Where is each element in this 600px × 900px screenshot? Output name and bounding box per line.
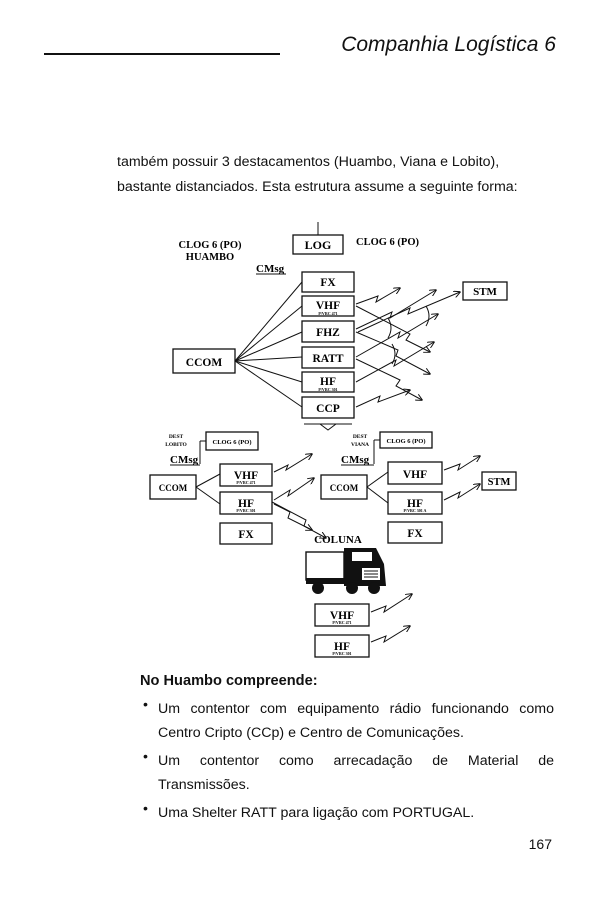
top-stm-label: STM xyxy=(473,286,497,298)
top-cmsg-label: CMsg xyxy=(256,263,285,275)
lobito-cmsg-label: CMsg xyxy=(170,454,199,466)
bullet-marker: • xyxy=(143,749,148,765)
header-rule xyxy=(44,53,280,55)
bullet-list: • Um contentor com equipamento rádio fun… xyxy=(140,697,554,825)
list-item: • Uma Shelter RATT para ligação com PORT… xyxy=(140,801,554,825)
top-right-label: CLOG 6 (PO) xyxy=(356,237,419,248)
top-hf-sublabel: P/VRC 301 xyxy=(318,387,337,392)
lobito-clog-label: CLOG 6 (PO) xyxy=(213,439,252,446)
bullet-marker: • xyxy=(143,801,148,817)
lobito-name: LOBITO xyxy=(165,442,187,448)
lobito-ccom-label: CCOM xyxy=(159,483,188,493)
viana-name: VIANA xyxy=(351,442,369,448)
intro-paragraph: também possuir 3 destacamentos (Huambo, … xyxy=(117,150,555,200)
top-ccom-label: CCOM xyxy=(186,357,223,369)
list-item: • Um contentor com equipamento rádio fun… xyxy=(140,697,554,745)
viana-hf-sublabel: P/VRC 301 A xyxy=(404,508,427,513)
list-item: • Um contentor como arrecadação de Mater… xyxy=(140,749,554,797)
lobito-dest: DEST xyxy=(169,434,184,440)
top-left-label-line1: CLOG 6 (PO) xyxy=(179,240,242,251)
header-title: Companhia Logística 6 xyxy=(341,33,556,57)
ccp-label: CCP xyxy=(316,403,340,415)
bullet-3-line-1: Uma Shelter RATT para ligação com PORTUG… xyxy=(158,801,554,825)
lobito-link-vhf xyxy=(196,474,220,487)
fhz-label: FHZ xyxy=(316,327,340,339)
organization-diagram: CLOG 6 (PO) HUAMBO CLOG 6 (PO) LOG CMsg … xyxy=(130,222,520,670)
intro-line-2: bastante distanciados. Esta estrutura as… xyxy=(117,175,555,200)
top-vhf-sublabel: P/VRC 471 xyxy=(318,311,337,316)
bullet-1-line-1: Um contentor com equipamento rádio funci… xyxy=(158,697,554,721)
lobito-hf-sublabel: P/VRC 301 xyxy=(236,508,255,513)
viana-ccom-label: CCOM xyxy=(330,483,359,493)
top-radio-links xyxy=(356,288,460,407)
lobito-fx-label: FX xyxy=(238,529,254,541)
lobito-vhf-sublabel: P/VRC 471 xyxy=(236,480,255,485)
page-number: 167 xyxy=(529,836,552,852)
lobito-link-hf xyxy=(196,487,220,504)
viana-stm-label: STM xyxy=(488,477,511,488)
coluna-hf-sublabel: P/VRC 301 xyxy=(332,651,351,656)
bullet-1-line-2: Centro Cripto (CCp) e Centro de Comunica… xyxy=(158,721,554,745)
ratt-label: RATT xyxy=(312,353,343,365)
coluna-vhf-sublabel: P/VRC 471 xyxy=(332,620,351,625)
log-label: LOG xyxy=(305,238,332,252)
viana-dest: DEST xyxy=(353,434,368,440)
ccp-antenna-base xyxy=(304,424,352,430)
ccom-fan-lines xyxy=(235,282,302,407)
intro-line-1: também possuir 3 destacamentos (Huambo, … xyxy=(117,150,555,175)
viana-cmsg-label: CMsg xyxy=(341,454,370,466)
viana-fx-label: FX xyxy=(407,528,423,540)
coluna-radio-links xyxy=(371,594,412,642)
viana-link-hf xyxy=(367,487,388,503)
section-heading: No Huambo compreende: xyxy=(140,673,318,689)
bullet-2-line-2: Transmissões. xyxy=(158,773,554,797)
viana-vhf-label: VHF xyxy=(403,469,427,481)
lobito-radio-links xyxy=(274,454,314,530)
viana-radio-links xyxy=(444,456,480,500)
bullet-marker: • xyxy=(143,697,148,713)
top-left-label-line2: HUAMBO xyxy=(186,252,234,263)
truck-icon xyxy=(306,548,386,594)
fx-label: FX xyxy=(320,277,336,289)
bullet-2-line-1: Um contentor como arrecadação de Materia… xyxy=(158,749,554,773)
viana-link-vhf xyxy=(367,472,388,487)
viana-clog-label: CLOG 6 (PO) xyxy=(387,438,426,445)
